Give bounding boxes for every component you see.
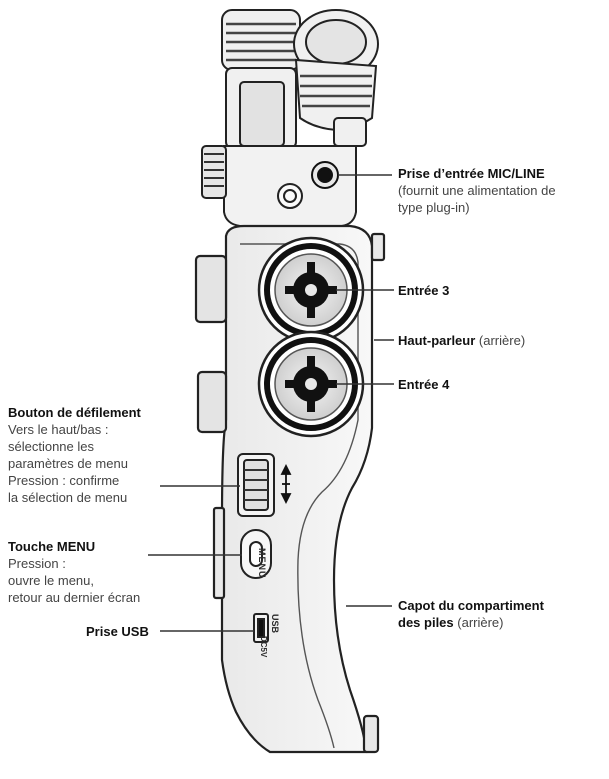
callout-prise-usb-title: Prise USB: [86, 624, 149, 639]
callout-bouton-defilement-desc-3: paramètres de menu: [8, 456, 128, 471]
callout-bouton-defilement-desc-4: Pression : confirme: [8, 473, 120, 488]
callout-haut-parleur-suffix: (arrière): [478, 333, 526, 348]
callout-capot-title: Capot du compartiment: [398, 598, 544, 613]
usb-port: [253, 613, 269, 643]
callout-prise-usb: Prise USB: [86, 623, 149, 640]
callout-bouton-defilement: Bouton de défilement Vers le haut/bas : …: [8, 404, 141, 506]
device-label-usb: USB: [270, 614, 280, 634]
callout-bouton-defilement-desc-2: sélectionne les: [8, 439, 94, 454]
mic-capsule-left: [221, 9, 301, 149]
callout-touche-menu-title: Touche MENU: [8, 539, 96, 554]
callout-entree-3: Entrée 3: [398, 282, 449, 299]
callout-bouton-defilement-desc-1: Vers le haut/bas :: [8, 422, 109, 437]
scroll-wheel: [237, 453, 275, 517]
callout-mic-line: Prise d’entrée MIC/LINE (fournit une ali…: [398, 165, 556, 216]
callout-entree-3-title: Entrée 3: [398, 283, 450, 298]
device-label-menu: MENU: [257, 548, 267, 579]
leader-lines: [148, 174, 394, 632]
callout-haut-parleur: Haut-parleur (arrière): [398, 332, 525, 349]
callout-touche-menu-desc-2: ouvre le menu,: [8, 573, 94, 588]
callout-haut-parleur-title: Haut-parleur: [398, 333, 476, 348]
scroll-arrows-icon: [280, 463, 292, 505]
callout-bouton-defilement-desc-5: la sélection de menu: [8, 490, 128, 505]
xlr-input-4: [257, 330, 365, 438]
device-label-dc5v: DC5V: [259, 636, 268, 658]
callout-capot: Capot du compartiment des piles (arrière…: [398, 597, 544, 631]
callout-mic-line-desc-2: type plug-in): [398, 200, 470, 215]
mic-line-jack: [311, 161, 339, 189]
callout-touche-menu-desc-3: retour au dernier écran: [8, 590, 141, 605]
callout-touche-menu-desc-1: Pression :: [8, 556, 66, 571]
callout-capot-suffix: (arrière): [457, 615, 504, 630]
menu-button-shape: [240, 529, 272, 579]
callout-touche-menu: Touche MENU Pression : ouvre le menu, re…: [8, 538, 140, 606]
callout-entree-4: Entrée 4: [398, 376, 449, 393]
callout-capot-title-2: des piles: [398, 615, 454, 630]
callout-mic-line-desc-1: (fournit une alimentation de: [398, 183, 556, 198]
xlr-input-3: [257, 236, 365, 344]
callout-bouton-defilement-title: Bouton de défilement: [8, 405, 141, 420]
callout-entree-4-title: Entrée 4: [398, 377, 450, 392]
callout-mic-line-title: Prise d’entrée MIC/LINE: [398, 166, 545, 181]
mic-capsule-right: [293, 9, 379, 147]
